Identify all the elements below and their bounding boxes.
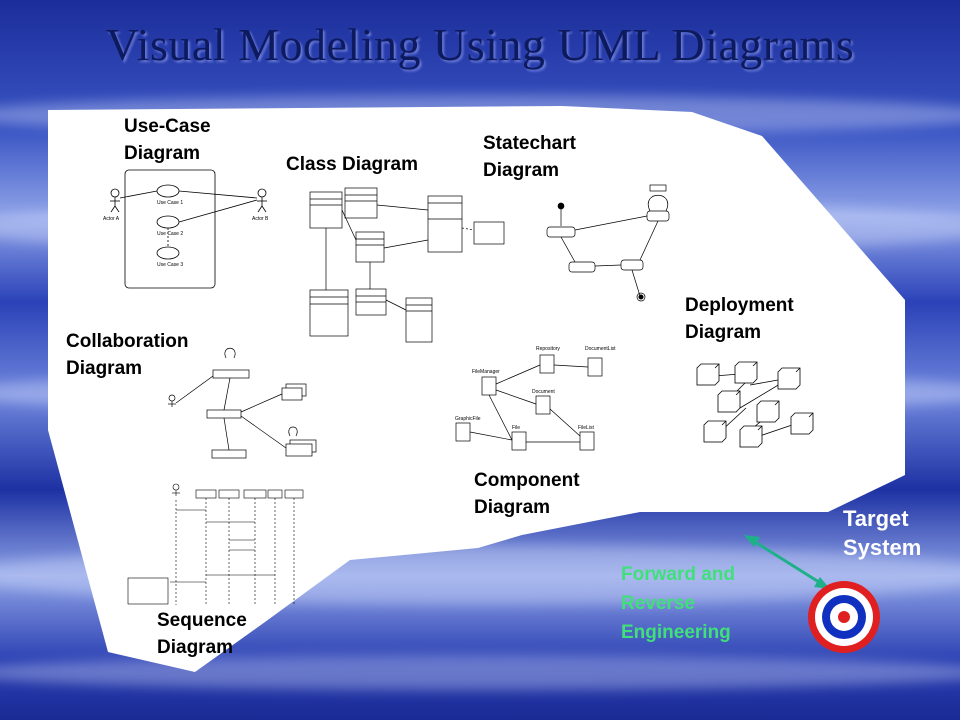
actor-a-label: Actor A <box>103 216 120 222</box>
note-box <box>127 577 169 605</box>
collaboration-diagram-label: Collaboration Diagram <box>66 331 189 379</box>
file-manager-label: FileManager <box>472 369 500 375</box>
deployment-diagram <box>696 361 814 448</box>
class-diagram-label: Class Diagram <box>286 154 419 175</box>
multi-object-box <box>285 443 313 457</box>
node-box <box>696 363 720 386</box>
system-boundary <box>124 169 216 289</box>
use-case-1-label: Use Case 1 <box>157 200 183 206</box>
white-panel-shape <box>48 106 905 672</box>
component-box <box>455 422 471 442</box>
final-state-icon <box>636 292 646 302</box>
component-diagram <box>455 354 603 451</box>
node-box <box>734 361 758 384</box>
lifeline-head <box>267 489 283 499</box>
node-box <box>790 412 814 435</box>
target-system-label: Target System <box>843 506 922 560</box>
component-box <box>579 431 595 451</box>
lifeline-head <box>243 489 267 499</box>
use-case-diagram <box>110 169 267 289</box>
sequence-diagram <box>127 483 304 605</box>
target-icon <box>808 581 880 653</box>
node-box <box>739 425 763 448</box>
use-case-3-label: Use Case 3 <box>157 262 183 268</box>
forward-reverse-engineering-label: Forward and Reverse Engineering <box>621 564 736 643</box>
node-box <box>756 400 780 423</box>
component-box <box>539 354 555 374</box>
actor-b-label: Actor B <box>252 216 269 222</box>
graphic-file-label: GraphicFile <box>455 416 481 422</box>
object-box <box>211 449 247 459</box>
sequence-diagram-label: Sequence Diagram <box>157 610 247 658</box>
actor-a-icon <box>110 188 120 213</box>
state-label-box <box>649 184 667 192</box>
state-box <box>568 261 596 273</box>
note-box <box>473 221 505 245</box>
deployment-diagram-label: Deployment Diagram <box>685 295 794 343</box>
document-label: Document <box>532 389 555 395</box>
lifeline-head <box>195 489 217 499</box>
multi-object-box <box>281 387 303 401</box>
use-case-diagram-label: Use-Case Diagram <box>124 116 211 164</box>
engineering-arrow <box>744 535 830 589</box>
initial-state-icon <box>557 202 565 210</box>
class-box <box>309 191 343 229</box>
class-box <box>309 289 349 337</box>
class-box <box>355 231 385 263</box>
lifeline-head <box>218 489 240 499</box>
statechart-diagram-label: Statechart Diagram <box>483 133 576 181</box>
component-diagram-label: Component Diagram <box>474 470 580 518</box>
file-list-label: FileList <box>578 425 594 431</box>
class-box <box>405 297 433 343</box>
use-case-3-ellipse <box>156 246 180 260</box>
lifeline-head <box>284 489 304 499</box>
component-text: Repository DocumentList FileManager Docu… <box>455 346 616 431</box>
class-box <box>427 195 463 253</box>
use-case-2-label: Use Case 2 <box>157 231 183 237</box>
document-list-label: DocumentList <box>585 346 616 352</box>
file-label: File <box>512 425 520 431</box>
statechart-diagram <box>546 184 670 302</box>
component-box <box>587 357 603 377</box>
node-box <box>717 390 741 413</box>
use-case-text: Actor A Actor B Use Case 1 Use Case 2 Us… <box>103 200 269 268</box>
collaboration-diagram <box>168 347 317 459</box>
object-box <box>206 409 242 419</box>
component-box <box>511 431 527 451</box>
class-diagram <box>309 187 505 343</box>
actor-b-icon <box>257 188 267 213</box>
node-box <box>703 420 727 443</box>
repository-label: Repository <box>536 346 560 352</box>
object-box <box>212 369 250 379</box>
component-box <box>535 395 551 415</box>
component-box <box>481 376 497 396</box>
class-box <box>344 187 378 219</box>
node-box <box>777 367 801 390</box>
slide-title: Visual Modeling Using UML Diagrams <box>105 19 855 70</box>
